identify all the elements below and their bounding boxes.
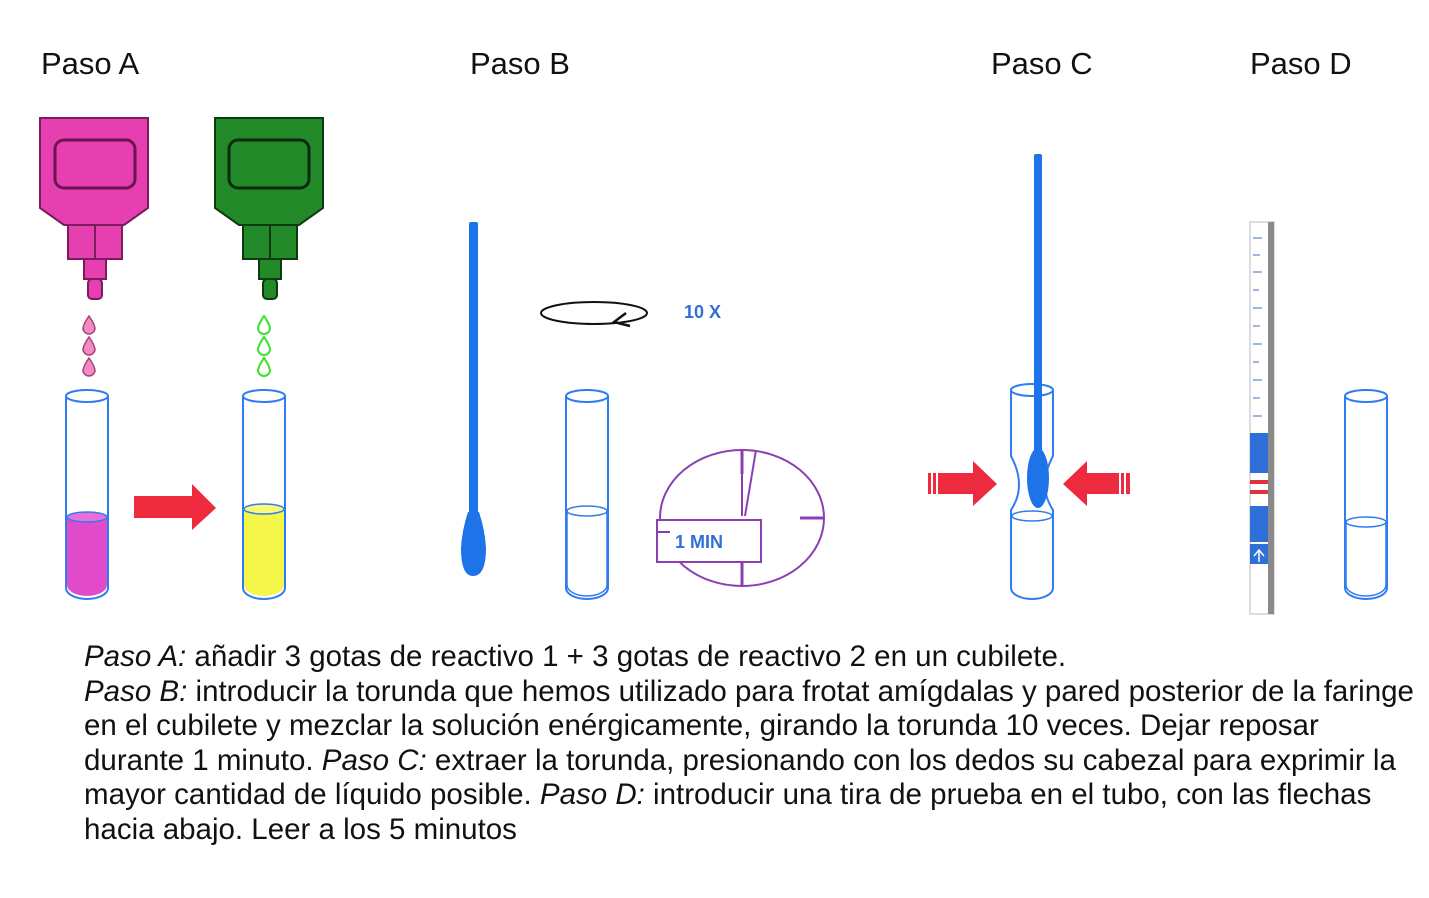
step-b-label: Paso B (470, 46, 570, 81)
steps-bcd-instruction: Paso B: introducir la torunda que hemos … (84, 675, 1414, 848)
timer-icon (656, 449, 825, 587)
arrow-a-icon (134, 484, 216, 530)
step-c-caption-label: Paso C: (321, 743, 427, 777)
step-b-caption-text: introducir la torunda que hemos utilizad… (84, 674, 1414, 777)
rotation-arrow-icon (540, 301, 648, 328)
swab-being-extracted (1027, 154, 1049, 508)
squeeze-arrow-right-icon (1063, 461, 1130, 506)
tube-mixed-reagents (242, 389, 286, 600)
reagent2-bottle (214, 117, 324, 300)
procedure-illustration: 10 X 1 MIN (39, 117, 1388, 615)
tube-swab-solution (565, 389, 609, 600)
step-c-caption-text: extraer la torunda, presionando con los … (84, 743, 1396, 812)
step-a-label: Paso A (41, 46, 140, 81)
test-strip (1249, 221, 1275, 615)
swab (461, 222, 486, 576)
step-a-caption-text: añadir 3 gotas de reactivo 1 + 3 gotas d… (186, 640, 1067, 673)
step-a-instruction: Paso A: añadir 3 gotas de reactivo 1 + 3… (84, 640, 1414, 675)
reagent1-bottle (39, 117, 149, 300)
instructions-caption: Paso A: añadir 3 gotas de reactivo 1 + 3… (84, 640, 1414, 847)
tube-reagent1 (65, 389, 109, 600)
timer-label: 1 MIN (675, 532, 723, 552)
rotations-label: 10 X (684, 302, 721, 322)
step-b-caption-label: Paso B: (84, 674, 188, 708)
squeeze-arrow-left-icon (928, 461, 997, 506)
step-c-label: Paso C (991, 46, 1093, 81)
reagent2-drops (256, 314, 272, 377)
step-d-caption-text: introducir una tira de prueba en el tubo… (84, 778, 1372, 846)
tube-test (1344, 389, 1388, 600)
step-a-caption-label: Paso A: (84, 640, 187, 673)
step-d-label: Paso D (1250, 46, 1352, 81)
step-d-caption-label: Paso D: (539, 778, 645, 811)
reagent1-drops (82, 314, 96, 377)
